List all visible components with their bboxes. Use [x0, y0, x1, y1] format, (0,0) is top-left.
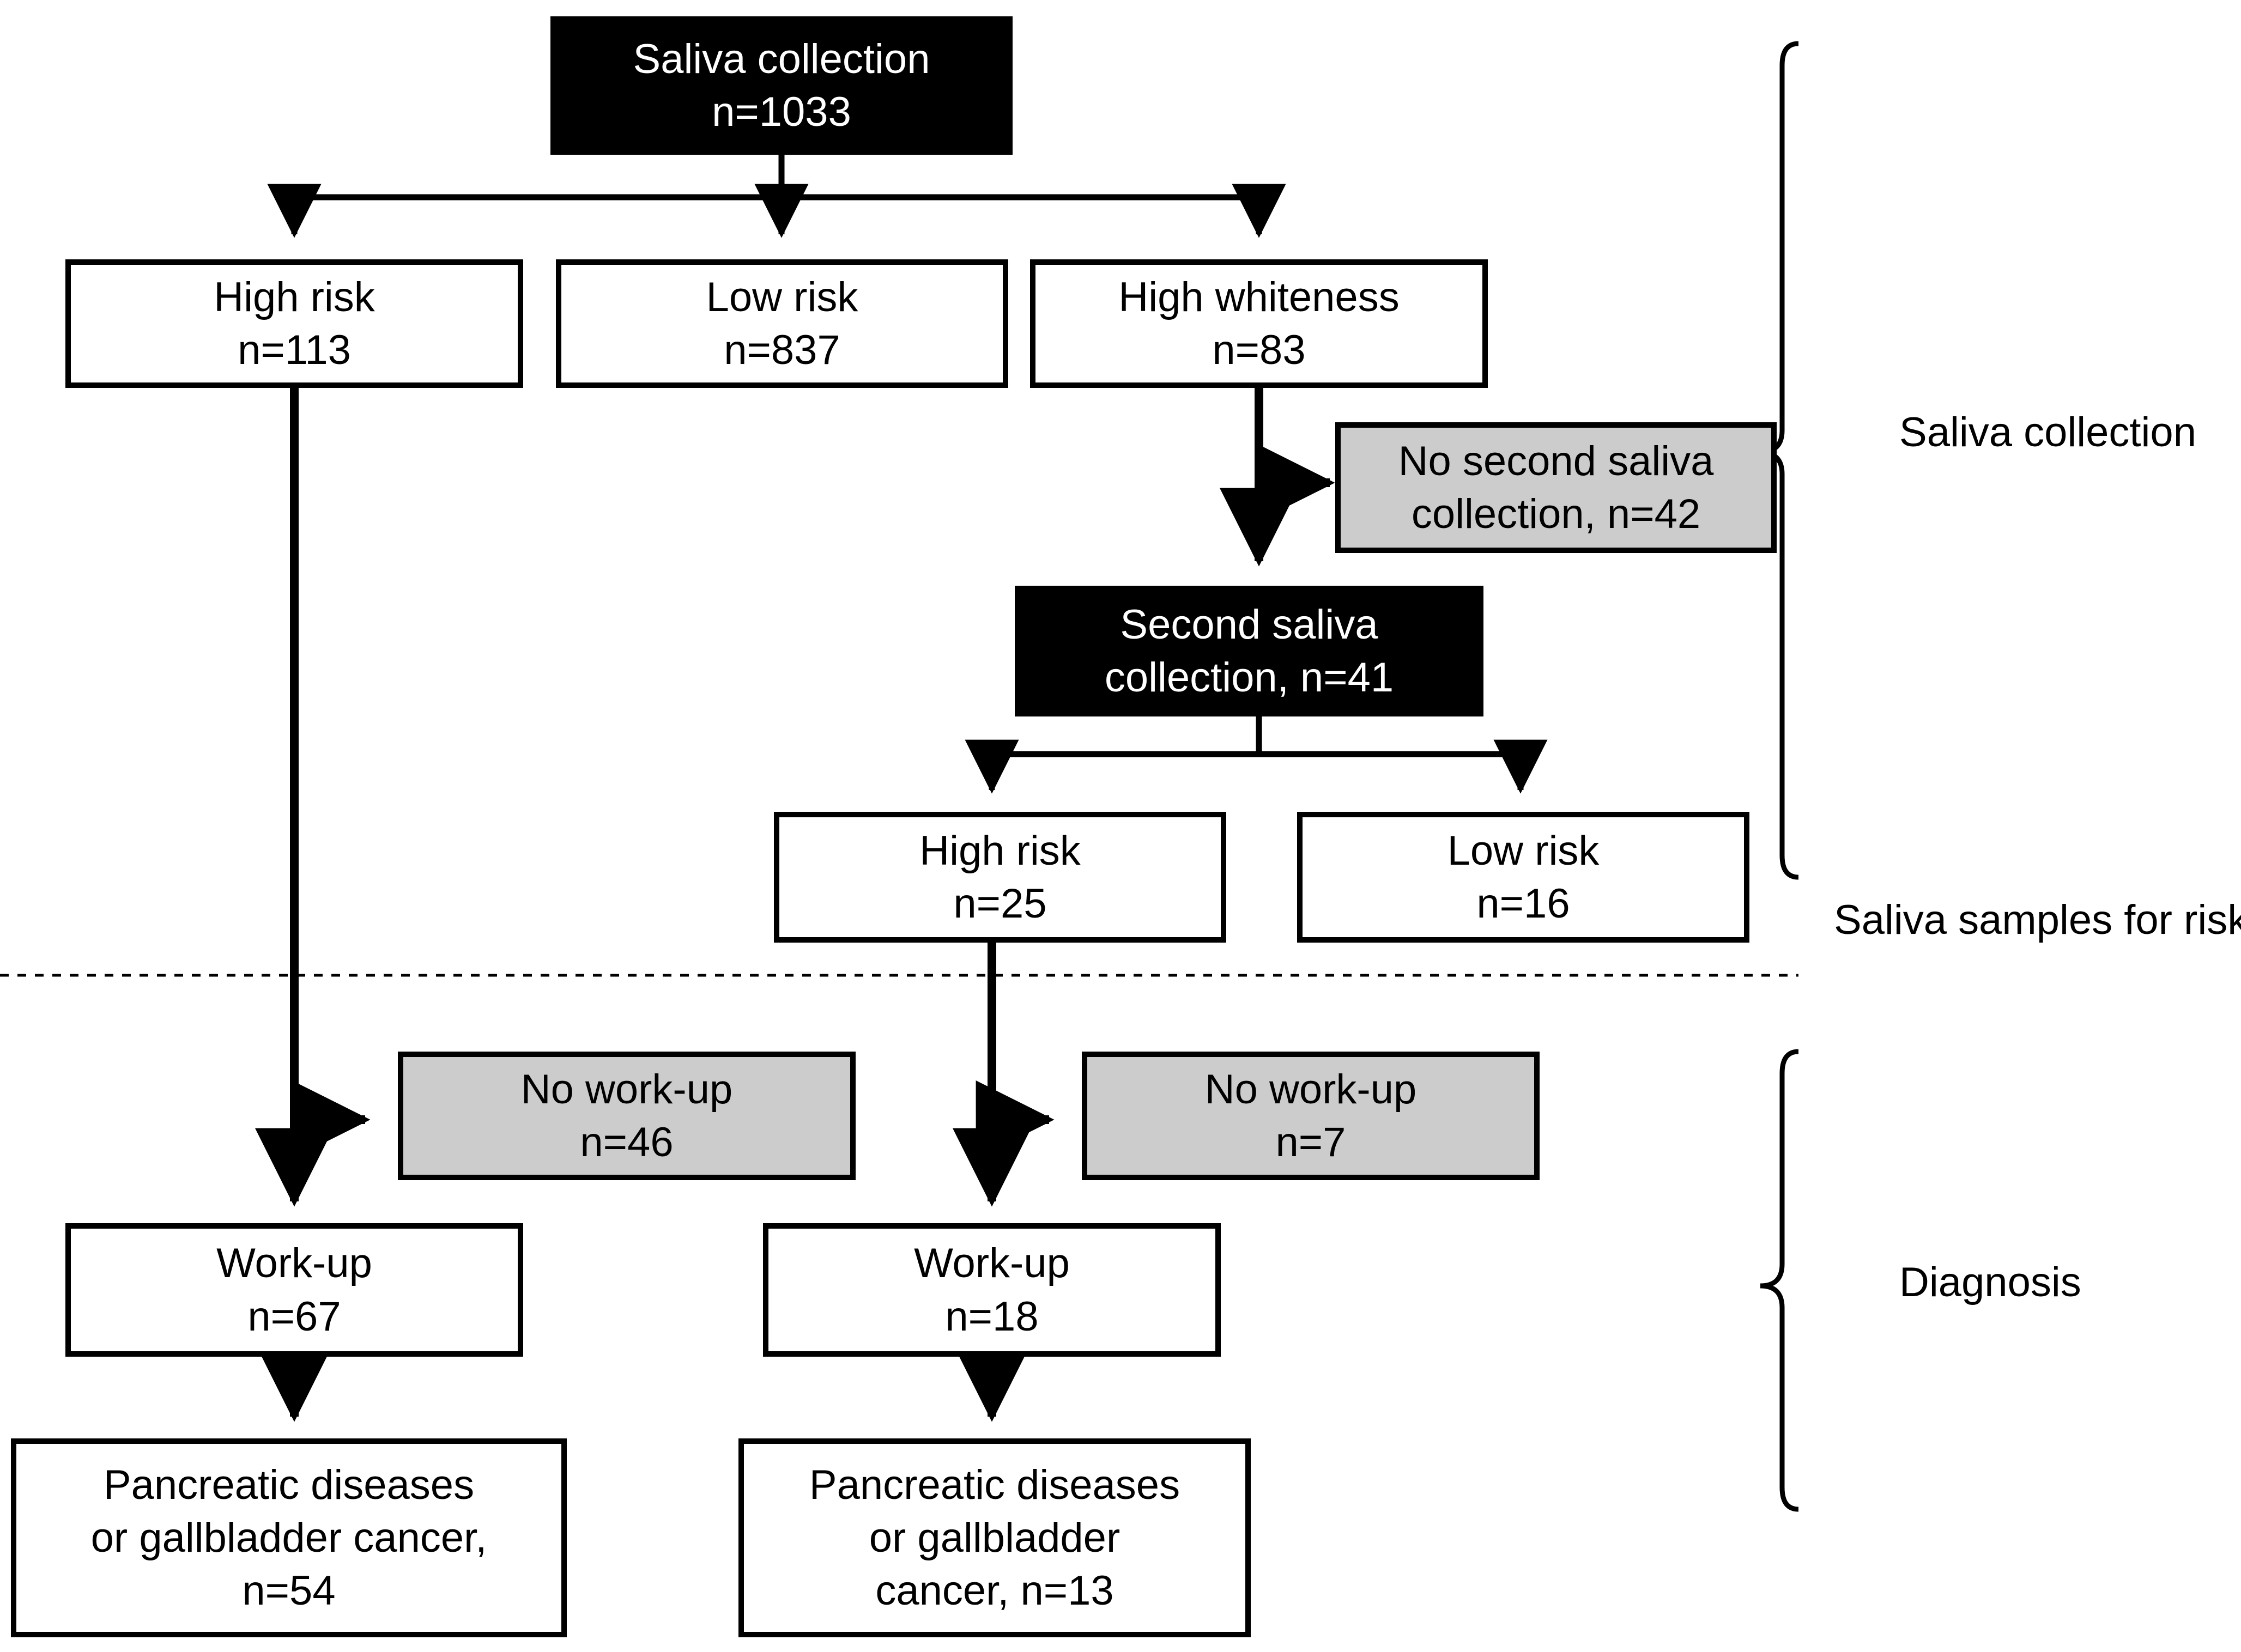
node-line-1: High risk — [214, 274, 375, 320]
node-high-whiteness[interactable]: High whiteness n=83 — [1030, 259, 1488, 388]
node-line-1: No work-up — [1204, 1066, 1417, 1113]
brace-label-saliva-collection: Saliva collection — [1899, 406, 2196, 460]
node-line-3: cancer, n=13 — [875, 1568, 1114, 1614]
brace-diagnosis — [1760, 1049, 1799, 1512]
node-line-1: High risk — [919, 827, 1081, 874]
node-line-1: Low risk — [1447, 827, 1600, 874]
node-second-saliva-collection[interactable]: Second saliva collection, n=41 — [1015, 586, 1483, 716]
node-line-1: Low risk — [706, 274, 858, 320]
node-line-1: Pancreatic diseases — [809, 1461, 1180, 1508]
node-workup-right[interactable]: Work-up n=18 — [763, 1223, 1221, 1357]
node-line-1: Saliva collection — [633, 35, 930, 82]
brace-label-diagnosis: Diagnosis — [1899, 1256, 2081, 1310]
edge-second-saliva-split — [965, 716, 1548, 794]
node-line-1: Second saliva — [1120, 601, 1378, 648]
node-line-2: n=7 — [1275, 1119, 1346, 1165]
edge-high-risk-2-down — [953, 943, 1055, 1207]
node-line-3: n=54 — [242, 1568, 336, 1614]
edge-high-risk-1-down — [255, 388, 371, 1207]
node-low-risk-second[interactable]: Low risk n=16 — [1297, 812, 1749, 943]
node-low-risk-first[interactable]: Low risk n=837 — [556, 259, 1008, 388]
node-line-1: High whiteness — [1118, 274, 1400, 320]
edge-saliva-to-row1 — [267, 155, 1286, 238]
node-no-workup-left[interactable]: No work-up n=46 — [398, 1052, 856, 1180]
node-line-2: n=18 — [945, 1293, 1039, 1340]
node-line-2: n=67 — [247, 1293, 341, 1340]
node-line-1: No second saliva — [1398, 438, 1714, 484]
brace-label-line-2: collection — [2024, 409, 2196, 455]
node-line-2: n=46 — [580, 1119, 674, 1165]
divider-note-line-2: risk calculating — [2184, 897, 2241, 943]
edge-high-whiteness — [1220, 388, 1335, 567]
node-line-2: collection, n=42 — [1411, 491, 1701, 537]
node-line-1: Work-up — [216, 1240, 372, 1287]
node-high-risk-first[interactable]: High risk n=113 — [65, 259, 523, 388]
node-high-risk-second[interactable]: High risk n=25 — [774, 812, 1226, 943]
node-workup-left[interactable]: Work-up n=67 — [65, 1223, 523, 1357]
node-saliva-collection[interactable]: Saliva collection n=1033 — [550, 16, 1013, 155]
node-line-1: Pancreatic diseases — [103, 1461, 475, 1508]
node-outcome-right[interactable]: Pancreatic diseases or gallbladder cance… — [738, 1438, 1251, 1637]
node-line-2: n=16 — [1476, 880, 1570, 927]
divider-note-line-1: Saliva samples for — [1834, 897, 2172, 943]
node-line-2: or gallbladder cancer, — [90, 1514, 487, 1561]
node-line-2: n=113 — [238, 327, 351, 373]
node-line-2: n=25 — [953, 880, 1047, 927]
node-no-second-saliva-collection[interactable]: No second saliva collection, n=42 — [1335, 422, 1777, 553]
node-line-2: n=1033 — [712, 89, 851, 135]
node-outcome-left[interactable]: Pancreatic diseases or gallbladder cance… — [11, 1438, 567, 1637]
brace-label-line-1: Saliva — [1899, 409, 2012, 455]
node-line-2: n=83 — [1212, 327, 1306, 373]
node-line-1: Work-up — [914, 1240, 1070, 1287]
node-line-2: or gallbladder — [869, 1514, 1120, 1561]
node-no-workup-right[interactable]: No work-up n=7 — [1082, 1052, 1540, 1180]
node-line-2: collection, n=41 — [1104, 654, 1394, 701]
node-line-2: n=837 — [724, 327, 840, 373]
divider-note-risk-calculating: Saliva samples for risk calculating n=99… — [1834, 894, 2241, 948]
brace-label-line-1: Diagnosis — [1899, 1259, 2081, 1305]
node-line-1: No work-up — [520, 1066, 733, 1113]
